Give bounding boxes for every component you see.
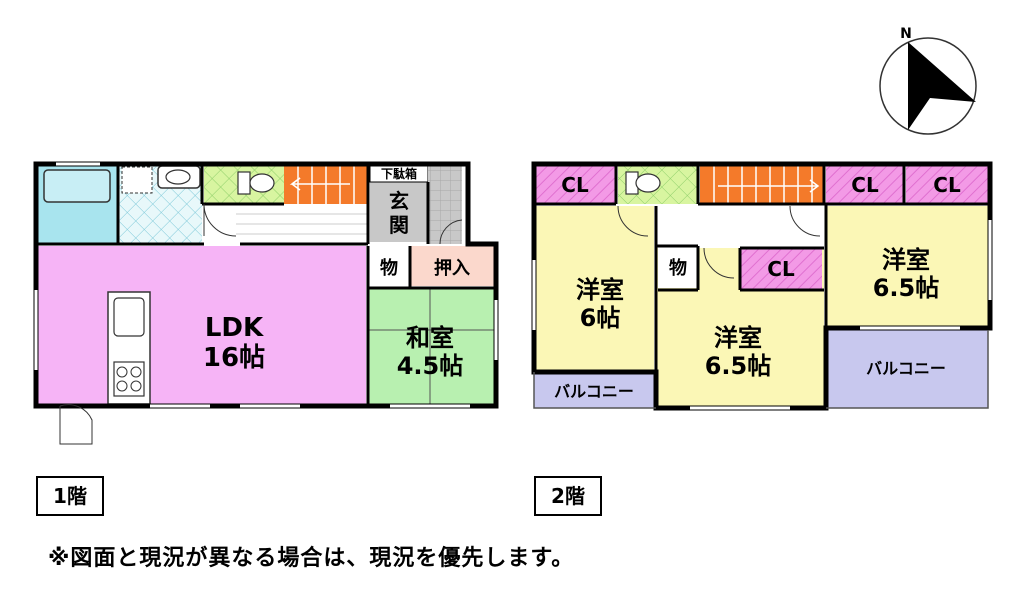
toilet-bowl-1f bbox=[237, 171, 275, 195]
hallway-2f bbox=[656, 206, 824, 246]
closet-2f-a-label: CL bbox=[561, 173, 589, 197]
balcony-2f-left bbox=[534, 374, 654, 408]
ldk-label: LDK bbox=[205, 313, 264, 343]
floor2-label: 2階 bbox=[534, 476, 602, 516]
bathtub bbox=[43, 169, 111, 203]
closet-2f-d bbox=[740, 248, 822, 290]
washing-machine bbox=[121, 166, 153, 194]
washbasin-bowl bbox=[165, 169, 191, 185]
yoshitsu-a-size: 6帖 bbox=[580, 304, 621, 332]
closet-2f-a bbox=[534, 164, 616, 204]
balcony-2f-right bbox=[826, 330, 988, 408]
balcony-right-label: バルコニー bbox=[866, 359, 946, 378]
stair-treads-2f bbox=[713, 164, 813, 204]
doors-2f bbox=[617, 205, 821, 279]
yoshitsu-b-size: 6.5帖 bbox=[705, 352, 772, 380]
storage-label-1f: 物 bbox=[380, 257, 398, 279]
disclaimer-note: ※図面と現況が異なる場合は、現況を優先します。 bbox=[48, 546, 575, 571]
closet-2f-c-label: CL bbox=[933, 173, 961, 197]
windows-1f bbox=[34, 162, 498, 408]
genkan-label-top: 玄 bbox=[389, 189, 409, 213]
doors-1f bbox=[59, 203, 463, 445]
washitsu bbox=[368, 288, 494, 406]
compass-rose: N bbox=[879, 26, 977, 135]
balcony-rails bbox=[533, 330, 989, 409]
kitchen-counter bbox=[107, 291, 151, 405]
genkan-tile bbox=[428, 164, 462, 244]
tatami-lines bbox=[368, 288, 494, 406]
genkan-label-bottom: 関 bbox=[389, 213, 409, 237]
oshiire bbox=[410, 246, 494, 286]
getabako-label: 下駄箱 bbox=[381, 166, 417, 181]
inner-walls-2f bbox=[534, 164, 988, 372]
yoshitsu-c bbox=[826, 206, 988, 328]
windows-2f bbox=[532, 220, 992, 410]
ldk-size: 16帖 bbox=[203, 343, 265, 373]
washitsu-label: 和室 bbox=[406, 324, 454, 352]
closet-2f-c bbox=[906, 164, 988, 204]
floor2-plan bbox=[531, 161, 993, 411]
storage-1f bbox=[368, 246, 408, 286]
toilet-bowl-2f bbox=[625, 171, 661, 195]
closet-2f-b bbox=[826, 164, 904, 204]
yoshitsu-a-label: 洋室 bbox=[576, 276, 624, 304]
oshiire-label: 押入 bbox=[434, 257, 470, 279]
ldk bbox=[36, 246, 366, 406]
floor1-label: 1階 bbox=[36, 476, 104, 516]
storage-2f-overlay bbox=[658, 248, 698, 288]
north-arrow-icon bbox=[908, 42, 976, 130]
yoshitsu-c-size: 6.5帖 bbox=[873, 274, 940, 302]
balcony-left-label: バルコニー bbox=[554, 382, 634, 401]
yoshitsu-a bbox=[534, 206, 654, 372]
closet-2f-d-label: CL bbox=[767, 257, 795, 281]
closet-2f-b-label: CL bbox=[851, 173, 879, 197]
yoshitsu-b-label: 洋室 bbox=[714, 324, 762, 352]
washitsu-size: 4.5帖 bbox=[397, 352, 464, 380]
compass-north-label: N bbox=[900, 26, 912, 42]
walls-1f bbox=[33, 161, 499, 409]
stairs-2f bbox=[700, 164, 824, 204]
inner-walls-1f bbox=[36, 164, 494, 406]
storage-label-2f: 物 bbox=[669, 257, 687, 279]
yoshitsu-c-label: 洋室 bbox=[882, 246, 930, 274]
floor1-plan bbox=[33, 161, 499, 445]
hallway-floor-lines bbox=[236, 213, 368, 235]
